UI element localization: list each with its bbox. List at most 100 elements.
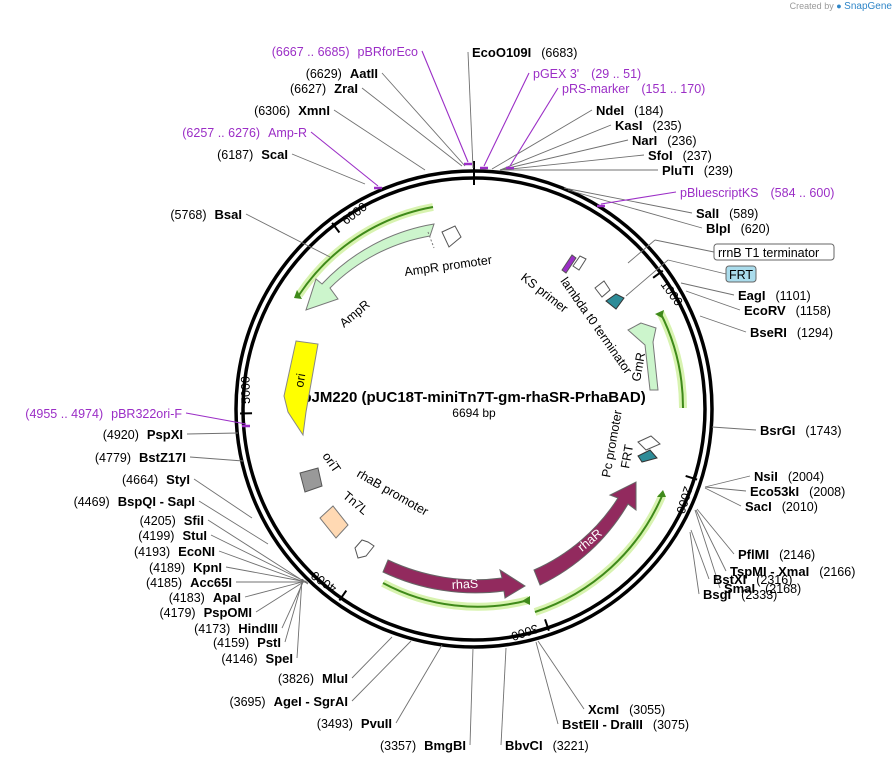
restriction-site[interactable]: BmgBI(3357)	[380, 647, 474, 753]
site-leader-line	[499, 124, 612, 171]
primer-leader-line	[185, 412, 247, 425]
restriction-site[interactable]: Acc65I(4185)	[146, 575, 306, 590]
restriction-sites: EcoO109I(6683)AatII(6629)ZraI (6627) XmnI(…	[74, 45, 856, 753]
restriction-site[interactable]: SalI(589)	[563, 187, 758, 221]
restriction-site[interactable]: StyI(4664)	[122, 472, 253, 519]
site-leader-line	[244, 580, 307, 598]
restriction-site[interactable]: ApaI(4183)	[169, 580, 307, 605]
restriction-site[interactable]: BsrGI(1743)	[711, 423, 842, 438]
restriction-site[interactable]: BseRI(1294)	[699, 315, 833, 340]
restriction-site[interactable]: EagI(1101)	[680, 282, 811, 303]
restriction-site[interactable]: BstEII - DraIII(3075)	[535, 641, 689, 732]
gmr-feature[interactable]	[627, 322, 659, 391]
site-name: AatII	[350, 66, 378, 81]
restriction-site[interactable]: AgeI - SgrAI(3695)	[229, 640, 412, 709]
primer-site[interactable]: pRS-marker(151 .. 170)	[506, 82, 705, 170]
credit-brand: SnapGene	[844, 1, 892, 12]
restriction-site[interactable]: EcoO109I(6683)	[467, 45, 577, 169]
site-position: (3695)	[229, 695, 265, 709]
restriction-site[interactable]: EcoNI(4193)	[134, 544, 308, 584]
site-name: EcoRV	[744, 303, 786, 318]
restriction-site[interactable]: KasI(235)	[499, 118, 682, 171]
rrnb-box[interactable]	[713, 243, 835, 261]
restriction-site[interactable]: MluI(3826)	[278, 636, 393, 686]
restriction-site[interactable]: StuI(4199)	[138, 528, 309, 584]
restriction-site[interactable]: NdeI(184)	[491, 103, 663, 170]
primer-site[interactable]: pBluescriptKS(584 .. 600)	[597, 186, 834, 208]
restriction-site[interactable]: PflMI(2146)	[696, 508, 815, 562]
primer-site[interactable]: pBRforEco(6667 .. 6685)	[272, 45, 472, 166]
site-name: SfiI	[184, 513, 204, 528]
restriction-site[interactable]: PstI(4159)	[213, 578, 304, 650]
restriction-site[interactable]: KpnI(4189)	[149, 560, 308, 583]
rrnb-label: rrnB T1 terminator	[718, 246, 819, 260]
primer-range: (151 .. 170)	[641, 82, 705, 96]
site-name: BstZ17I	[139, 450, 186, 465]
restriction-site[interactable]: PspXI(4920)	[103, 427, 239, 442]
site-position: (6627)	[290, 82, 326, 96]
site-leader-line	[704, 487, 742, 507]
ruler-tick	[331, 222, 341, 234]
ampr-feature[interactable]	[305, 223, 435, 311]
orit-feature[interactable]	[299, 467, 323, 493]
pc-promoter-arrow[interactable]	[637, 435, 661, 451]
restriction-site[interactable]: PvuII(3493)	[317, 644, 443, 731]
restriction-site[interactable]: SfiI(4205)	[140, 513, 309, 585]
restriction-site[interactable]: HindIII(4173)	[194, 579, 305, 636]
site-leader-line	[500, 154, 645, 171]
ampr-promoter-arrow[interactable]	[441, 225, 462, 248]
ampr-promoter-label: AmpR promoter	[403, 253, 492, 279]
restriction-site[interactable]: SacI(2010)	[704, 487, 818, 514]
site-leader-line	[395, 644, 443, 724]
restriction-site[interactable]: BspQI - SapI(4469)	[74, 494, 269, 545]
restriction-site[interactable]: BsaI(5768)	[170, 207, 331, 258]
site-name: EcoNI	[178, 544, 215, 559]
ruler-tick	[685, 475, 698, 481]
restriction-site[interactable]: BbvCI(3221)	[500, 647, 589, 753]
site-leader-line	[351, 636, 393, 679]
ks-primer-feature[interactable]	[561, 254, 577, 274]
site-name: ZraI	[334, 81, 358, 96]
rhar-feature[interactable]	[533, 481, 637, 586]
primer-site[interactable]: pBR322ori-F(4955 .. 4974)	[25, 407, 250, 428]
site-name: BsaI	[215, 207, 242, 222]
tn7l-feature[interactable]	[319, 505, 349, 539]
frt-box[interactable]	[725, 265, 757, 283]
restriction-site[interactable]: TspMI - XmaI(2166)	[695, 509, 855, 579]
restriction-site[interactable]: SpeI(4146)	[221, 578, 303, 666]
gmr-label: GmR	[629, 351, 648, 382]
primer-site[interactable]: Amp-R(6257 .. 6276)	[182, 126, 382, 190]
restriction-site[interactable]: SmaI(2168)	[694, 509, 801, 596]
restriction-site[interactable]: ZraI (6627)	[290, 81, 463, 167]
restriction-site[interactable]: NsiI(2004)	[704, 469, 824, 488]
site-leader-line	[567, 189, 703, 229]
primer-site[interactable]: pGEX 3'(29 .. 51)	[480, 67, 641, 170]
restriction-site[interactable]: BstZ17I(4779)	[95, 450, 244, 465]
restriction-site[interactable]: AatII(6629)	[306, 66, 466, 167]
frt-feature-top[interactable]	[605, 293, 625, 310]
restriction-site[interactable]: EcoRV(1158)	[685, 290, 831, 318]
restriction-site[interactable]: BlpI(620)	[567, 189, 770, 236]
restriction-site[interactable]: PluTI(239)	[501, 163, 733, 178]
restriction-site[interactable]: Eco53kI(2008)	[704, 484, 845, 499]
rhab-promoter-arrow[interactable]	[354, 539, 375, 559]
restriction-site[interactable]: ScaI(6187)	[217, 147, 366, 185]
site-name: SfoI	[648, 148, 673, 163]
ori-feature[interactable]	[283, 340, 319, 437]
restriction-site[interactable]: XmnI(6306)	[254, 103, 426, 171]
site-leader-line	[189, 456, 244, 462]
site-position: (6306)	[254, 104, 290, 118]
orf-glow-gmr	[656, 310, 688, 409]
restriction-site[interactable]: SfoI(237)	[500, 148, 712, 171]
restriction-site[interactable]: BstXI(2316)	[690, 529, 792, 587]
site-name: PvuII	[361, 716, 392, 731]
lambda-t0-arrow[interactable]	[594, 280, 611, 298]
snapgene-credit: Created by ● SnapGene	[790, 1, 892, 12]
restriction-site[interactable]: NarI(236)	[499, 133, 696, 171]
frt-feature-bottom[interactable]	[637, 449, 658, 463]
site-leader-line	[491, 109, 593, 170]
restriction-site[interactable]: BsgI(2333)	[689, 531, 777, 602]
restriction-site[interactable]: PspOMI(4179)	[159, 580, 306, 620]
rhas-feature[interactable]	[382, 559, 526, 599]
restriction-site[interactable]: XcmI(3055)	[537, 640, 665, 717]
